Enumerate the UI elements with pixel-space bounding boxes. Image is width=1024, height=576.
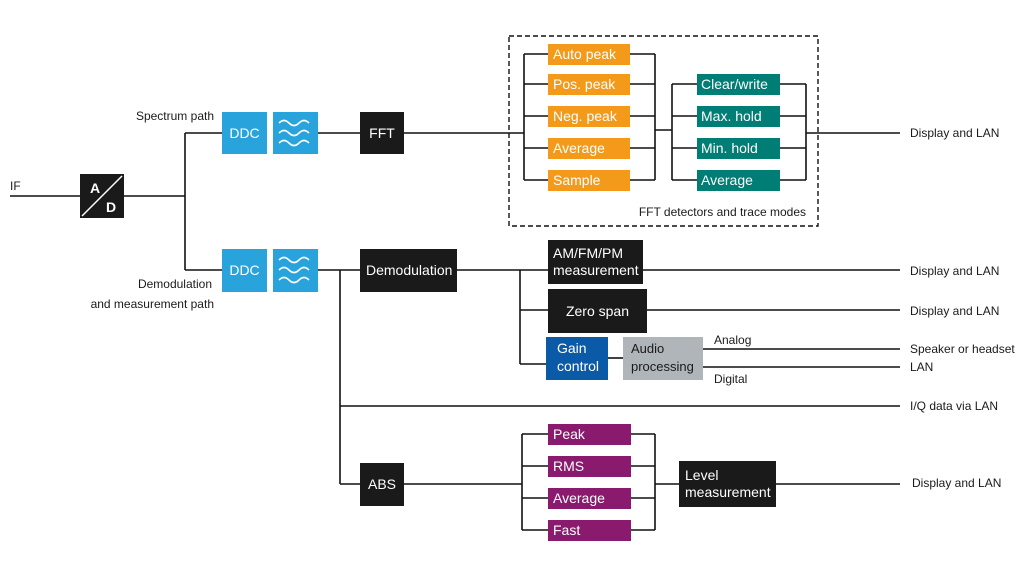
svg-text:ABS: ABS [368, 476, 396, 492]
svg-text:measurement: measurement [553, 262, 639, 278]
detector-neg-peak: Neg. peak [548, 106, 630, 127]
svg-text:Level: Level [685, 467, 718, 483]
trace-mode-list: Clear/write Max. hold Min. hold Average [697, 74, 780, 191]
analog-label: Analog [714, 333, 751, 347]
detector-average: Average [548, 138, 630, 159]
level-detector-average: Average [548, 488, 631, 509]
fft-block: FFT [360, 112, 404, 154]
svg-text:AM/FM/PM: AM/FM/PM [553, 245, 623, 261]
svg-text:Demodulation: Demodulation [366, 262, 452, 278]
level-detector-list: Peak RMS Average Fast [548, 424, 631, 541]
digital-label: Digital [714, 372, 747, 386]
iq-output-label: I/Q data via LAN [910, 399, 998, 413]
demod-path-label-2: and measurement path [91, 297, 214, 311]
svg-text:Min. hold: Min. hold [701, 140, 758, 156]
level-detector-fast: Fast [548, 520, 631, 541]
ad-converter-d: D [106, 199, 116, 215]
svg-text:Auto peak: Auto peak [553, 46, 617, 62]
svg-text:processing: processing [631, 359, 694, 374]
trace-max-hold: Max. hold [697, 106, 780, 127]
demod-filter-icon [273, 249, 318, 292]
svg-text:Gain: Gain [557, 340, 587, 356]
speaker-output-label: Speaker or headset [910, 342, 1015, 356]
level-output-label: Display and LAN [912, 476, 1001, 490]
svg-text:Pos. peak: Pos. peak [553, 76, 616, 92]
fft-detector-list: Auto peak Pos. peak Neg. peak Average Sa… [548, 44, 630, 191]
demod-path-label-1: Demodulation [138, 277, 212, 291]
ad-converter: A D [80, 174, 124, 218]
detector-pos-peak: Pos. peak [548, 74, 630, 95]
svg-text:FFT: FFT [369, 125, 395, 141]
svg-text:Clear/write: Clear/write [701, 76, 768, 92]
detector-auto-peak: Auto peak [548, 44, 630, 65]
spectrum-path-label: Spectrum path [136, 109, 214, 123]
am-output-label: Display and LAN [910, 264, 999, 278]
svg-text:measurement: measurement [685, 484, 771, 500]
trace-clear-write: Clear/write [697, 74, 780, 95]
svg-text:RMS: RMS [553, 458, 584, 474]
fft-group-frame [508, 35, 819, 227]
am-fm-pm-block: AM/FM/PM measurement [548, 240, 643, 284]
if-label: IF [10, 179, 21, 193]
svg-text:Max. hold: Max. hold [701, 108, 762, 124]
fft-group-label: FFT detectors and trace modes [639, 205, 806, 219]
demod-ddc-block: DDC [222, 249, 267, 292]
svg-text:Average: Average [701, 172, 753, 188]
spectrum-output-label: Display and LAN [910, 126, 999, 140]
level-detector-rms: RMS [548, 456, 631, 477]
ad-converter-a: A [90, 180, 100, 196]
svg-text:Sample: Sample [553, 172, 601, 188]
zero-span-block: Zero span [548, 289, 647, 333]
gain-control-block: Gain control [546, 337, 608, 380]
detector-sample: Sample [548, 170, 630, 191]
level-measurement-block: Level measurement [679, 461, 776, 507]
svg-text:Zero span: Zero span [566, 303, 629, 319]
connection-lines [10, 53, 900, 531]
svg-text:DDC: DDC [229, 125, 259, 141]
svg-text:Audio: Audio [631, 341, 664, 356]
zero-span-output-label: Display and LAN [910, 304, 999, 318]
spectrum-filter-icon [273, 112, 318, 154]
level-detector-peak: Peak [548, 424, 631, 445]
demodulation-block: Demodulation [360, 249, 457, 292]
trace-average: Average [697, 170, 780, 191]
abs-block: ABS [360, 463, 404, 506]
svg-text:control: control [557, 358, 599, 374]
svg-text:DDC: DDC [229, 262, 259, 278]
svg-text:Average: Average [553, 140, 605, 156]
audio-processing-block: Audio processing [623, 337, 703, 380]
trace-min-hold: Min. hold [697, 138, 780, 159]
svg-text:Average: Average [553, 490, 605, 506]
svg-text:Neg. peak: Neg. peak [553, 108, 618, 124]
lan-output-label: LAN [910, 360, 933, 374]
svg-text:Fast: Fast [553, 522, 580, 538]
spectrum-ddc-block: DDC [222, 112, 267, 154]
svg-text:Peak: Peak [553, 426, 586, 442]
